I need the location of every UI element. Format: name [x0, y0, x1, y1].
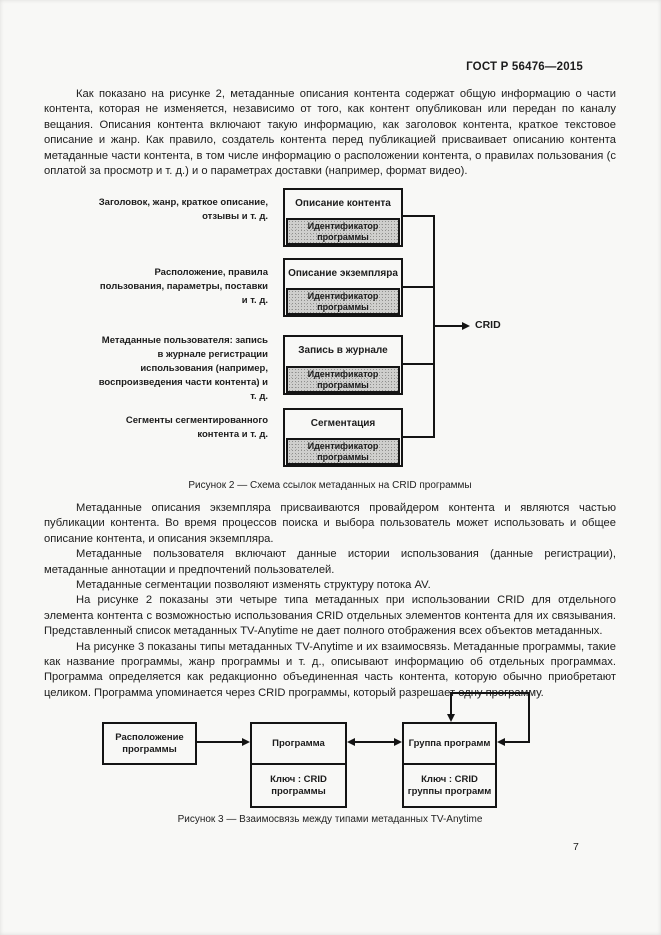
figure2-program-identifier-box: Идентификатор программы [286, 288, 400, 315]
figure3-box-key: Ключ : CRID группы программ [407, 773, 492, 797]
figure3-box-program-location: Расположение программы [102, 722, 197, 765]
double-arrow-line [352, 741, 397, 743]
figure2-box-title: Сегментация [310, 417, 376, 429]
figure3-box-key: Ключ : CRID программы [270, 773, 327, 797]
figure2-box-title: Описание экземпляра [288, 267, 398, 279]
loop-line-bottom [505, 741, 530, 743]
arrow-line [197, 741, 245, 743]
page-number: 7 [573, 841, 579, 853]
figure2-caption: Рисунок 2 — Схема ссылок метаданных на C… [188, 480, 472, 491]
connector-line [403, 436, 435, 438]
body-text-block-1: Как показано на рисунке 2, метаданные оп… [44, 87, 616, 179]
connector-trunk-line [433, 215, 435, 438]
paragraph: Как показано на рисунке 2, метаданные оп… [44, 88, 616, 178]
loop-line-left [450, 692, 452, 714]
loop-line-top [450, 692, 530, 694]
body-text-block-2: Метаданные описания экземпляра присваива… [44, 501, 616, 701]
figure2-row-label: Метаданные пользователя: запись в журнал… [98, 335, 268, 402]
right-arrowhead-icon [462, 322, 470, 330]
paragraph: Метаданные пользователя включают данные … [44, 548, 616, 576]
figure2-row-label: Расположение, правила пользования, парам… [99, 267, 268, 306]
connector-line [403, 215, 435, 217]
figure3-box-label: Расположение программы [115, 731, 184, 755]
figure2-program-identifier-box: Идентификатор программы [286, 366, 400, 393]
figure3-caption: Рисунок 3 — Взаимосвязь между типами мет… [177, 814, 483, 825]
crid-label: CRID [475, 319, 501, 331]
figure2-program-identifier-box: Идентификатор программы [286, 438, 400, 465]
paragraph: Метаданные сегментации позволяют изменят… [76, 579, 431, 592]
left-arrowhead-icon [347, 738, 355, 746]
figure2-program-identifier-box: Идентификатор программы [286, 218, 400, 245]
figure2-box-title: Описание контента [295, 197, 391, 209]
figure2-box-log-record: Запись в журнале Идентификатор программы [283, 335, 403, 395]
paragraph: Метаданные описания экземпляра присваива… [44, 502, 616, 545]
paragraph: На рисунке 3 показаны типы метаданных TV… [44, 640, 616, 699]
paragraph: На рисунке 2 показаны эти четыре типа ме… [44, 594, 616, 638]
document-code-header: ГОСТ Р 56476—2015 [466, 61, 583, 73]
loop-line-right [528, 692, 530, 742]
figure3-box-program-group: Группа программ Ключ : CRID группы прогр… [402, 722, 497, 808]
connector-line [403, 286, 435, 288]
right-arrowhead-icon [394, 738, 402, 746]
right-arrowhead-icon [242, 738, 250, 746]
down-arrowhead-icon [447, 714, 455, 722]
left-arrowhead-icon [497, 738, 505, 746]
figure2-box-content-description: Описание контента Идентификатор программ… [283, 188, 403, 247]
figure2-box-title: Запись в журнале [298, 344, 388, 356]
figure2-row-label: Заголовок, жанр, краткое описание, отзыв… [98, 197, 268, 222]
figure3-box-program: Программа Ключ : CRID программы [250, 722, 347, 808]
figure3-box-title: Программа [252, 724, 345, 765]
figure2-box-instance-description: Описание экземпляра Идентификатор програ… [283, 258, 403, 317]
figure2-row-label: Сегменты сегментированного контента и т.… [125, 415, 268, 440]
connector-line [403, 363, 435, 365]
figure2-box-segmentation: Сегментация Идентификатор программы [283, 408, 403, 467]
crid-arrow-line [435, 325, 462, 327]
figure3-box-title: Группа программ [404, 724, 495, 765]
